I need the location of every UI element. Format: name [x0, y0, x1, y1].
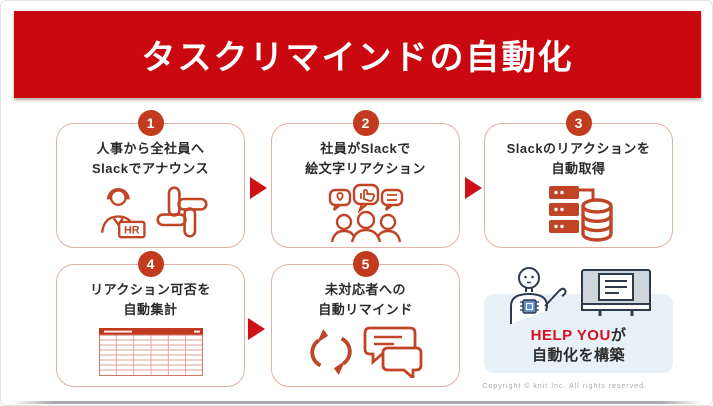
page-title: タスクリマインドの自動化: [141, 39, 574, 77]
slack-logo-icon: [155, 186, 208, 243]
step-title: 社員がSlackで 絵文字リアクション: [305, 141, 426, 176]
flow-arrow-1-2: [250, 177, 267, 199]
step-title: 未対応者への 自動リマインド: [318, 282, 413, 317]
step-number-badge: 1: [137, 110, 164, 136]
spreadsheet-icon: [98, 328, 203, 381]
sync-icon: [308, 327, 354, 382]
step-title: 人事から全社員へ Slackでアナウンス: [92, 141, 209, 176]
step-card-1: 1 人事から全社員へ Slackでアナウンス HR: [56, 110, 245, 248]
group-reactions-icon: [324, 182, 408, 249]
step-number-badge: 3: [565, 110, 592, 136]
brand-suffix: が: [610, 327, 627, 344]
step-title: リアクション可否を 自動集計: [90, 282, 211, 317]
result-section: HELP YOUが 自動化を構築: [484, 264, 673, 387]
step-number-badge: 4: [137, 251, 164, 277]
svg-text:HR: HR: [124, 225, 140, 237]
copyright-text: Copyright © knit Inc. All rights reserve…: [482, 383, 647, 390]
robot-and-monitor-illustration: [502, 266, 654, 329]
step-number-badge: 5: [352, 251, 379, 277]
step-card-2: 2 社員がSlackで 絵文字リアクション: [271, 110, 460, 249]
chat-bubbles-icon: [362, 326, 424, 383]
brand-name: HELP YOU: [530, 327, 611, 344]
monitor-icon: [581, 269, 651, 316]
robot-icon: [510, 267, 567, 324]
step-card-3: 3 Slackのリアクションを 自動取得: [484, 110, 673, 248]
header-banner: タスクリマインドの自動化: [14, 11, 701, 98]
result-caption-line2: 自動化を構築: [531, 347, 625, 365]
step-title: Slackのリアクションを 自動取得: [506, 141, 651, 176]
flow-arrow-2-3: [465, 177, 482, 199]
flow-arrow-4-5: [248, 318, 265, 340]
result-caption: HELP YOUが 自動化を構築: [484, 326, 673, 367]
step-number-badge: 2: [352, 110, 379, 136]
server-database-icon: [543, 182, 615, 247]
step-card-4: 4 リアクション可否を 自動集計: [56, 251, 245, 387]
hr-person-icon: HR: [94, 184, 148, 245]
slide-bottom-shadow: [11, 401, 702, 404]
step-card-5: 5 未対応者への 自動リマインド: [271, 251, 460, 387]
